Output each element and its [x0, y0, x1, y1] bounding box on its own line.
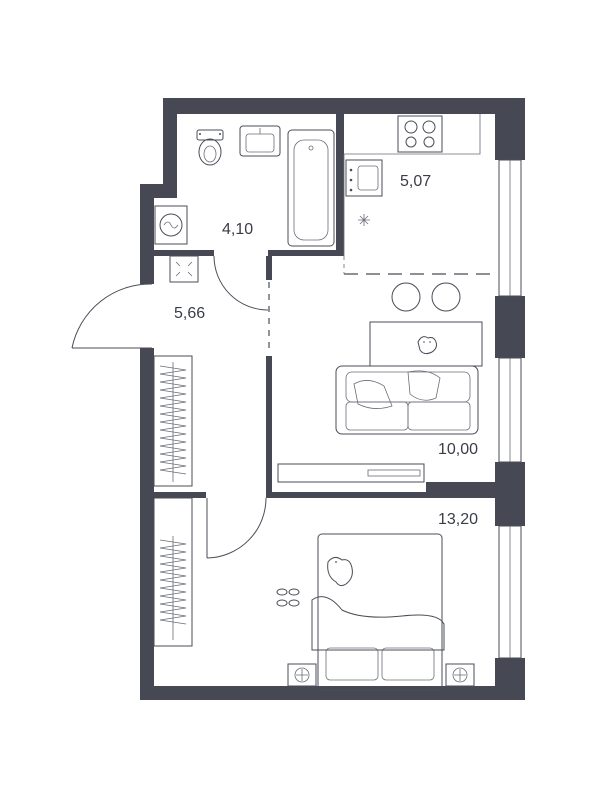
hallway: [153, 255, 199, 487]
sink-icon: [239, 125, 281, 157]
toilet-icon: [196, 129, 224, 166]
bathroom: [154, 125, 335, 247]
kitchen-area: 5,07: [400, 173, 431, 190]
wall-bedroom-top-thick: [426, 482, 498, 498]
table-icon: [369, 321, 483, 367]
bedroom-area: 13,20: [438, 511, 478, 528]
wall-bath-right: [336, 114, 344, 256]
washing-machine-icon: [154, 205, 188, 245]
room-labels: 4,10 5,07 5,66 10,00 13,20: [174, 173, 478, 528]
bedroom: [153, 497, 475, 691]
nightstand-icon: [445, 663, 475, 687]
nightstand-icon: [287, 663, 317, 687]
wall-bedroom-top-right: [266, 492, 426, 498]
wall-top: [163, 98, 525, 114]
wardrobe-icon: [153, 355, 193, 487]
windows: [498, 159, 522, 659]
coat-hanger-icon: [169, 255, 199, 283]
sofa-icon: [335, 365, 479, 435]
chair-icon: [391, 282, 461, 312]
wall-left-top: [163, 98, 177, 188]
cat-icon: [417, 336, 437, 355]
bathtub-icon: [287, 129, 335, 247]
wall-bath-bottom-right: [268, 250, 344, 256]
bathroom-door: [213, 255, 269, 311]
cat-icon: [327, 556, 353, 587]
wall-left-lower: [140, 348, 154, 700]
hallway-area: 5,66: [174, 305, 205, 322]
wall-right-top: [495, 98, 525, 160]
doors: [71, 255, 270, 559]
wall-left-upper: [140, 184, 154, 284]
living-room-area: 10,00: [438, 441, 478, 458]
wall-bedroom-top-left: [154, 492, 206, 498]
living-room: [277, 282, 483, 483]
slippers-icon: [276, 588, 300, 607]
wall-living-left-top: [266, 256, 272, 280]
wall-living-left: [266, 356, 272, 498]
kitchen: [343, 114, 494, 275]
ventilation-icon: [358, 214, 370, 226]
wall-bottom: [140, 686, 525, 700]
wall-right-mid: [495, 296, 525, 358]
bedroom-door: [206, 497, 267, 559]
stove-icon: [397, 115, 443, 153]
walls: [140, 98, 525, 700]
tv-cabinet-icon: [277, 463, 425, 483]
entrance-door: [71, 283, 153, 349]
wall-bath-bottom-left: [154, 250, 214, 256]
bed-icon: [311, 533, 445, 691]
kitchen-sink-icon: [345, 159, 383, 197]
wardrobe-icon: [153, 497, 193, 647]
bathroom-area: 4,10: [222, 221, 253, 238]
wall-right-mid2: [495, 462, 525, 526]
